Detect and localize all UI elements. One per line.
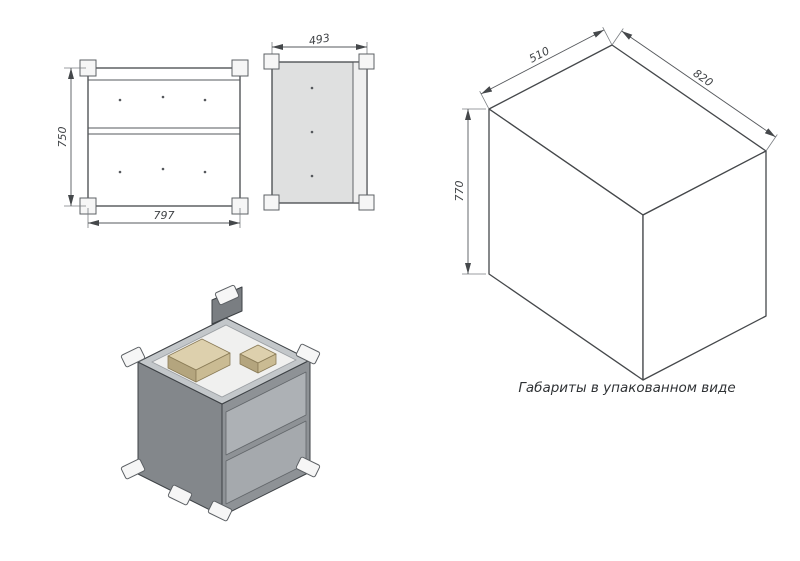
dim-label-797: 797: [154, 209, 175, 222]
cabinet-corner-protectors: [120, 284, 321, 522]
dim-label-510: 510: [527, 44, 552, 65]
corner-protector-icon: [231, 59, 249, 77]
dimension-height-770: 770: [453, 108, 486, 275]
front-view: 750 797: [56, 59, 249, 228]
dimension-height-750: 750: [56, 67, 86, 207]
dim-label-750: 750: [56, 127, 69, 148]
corner-protector-icon: [120, 346, 146, 368]
wooden-tray-small: [239, 344, 277, 374]
package-box-isometric: 510 820 770 Габариты в упакованном виде: [453, 27, 778, 396]
front-view-outline: [87, 67, 241, 207]
side-view: 493: [263, 31, 375, 211]
corner-protector-icon: [358, 194, 375, 211]
corner-protector-icon: [263, 53, 280, 70]
corner-protector-icon: [295, 456, 321, 478]
box-right-face: [642, 150, 767, 381]
packaged-dimensions-caption: Габариты в упакованном виде: [518, 380, 735, 396]
corner-protector-icon: [263, 194, 280, 211]
dim-label-493: 493: [308, 31, 331, 47]
side-view-outline: [271, 61, 368, 204]
dim-label-770: 770: [453, 181, 466, 202]
corner-protector-icon: [120, 458, 146, 480]
corner-protector-icon: [358, 53, 375, 70]
dim-label-820: 820: [691, 67, 716, 90]
side-corner-protectors: [263, 53, 375, 211]
corner-protector-icon: [207, 500, 233, 522]
corner-protector-icon: [167, 484, 193, 506]
cabinet-isometric-view: [120, 284, 321, 522]
cabinet-drawer-top: [225, 371, 307, 456]
corner-protector-icon: [214, 284, 240, 306]
wooden-tray-large: [167, 338, 231, 383]
corner-protector-icon: [295, 343, 321, 365]
dimension-width-797: 797: [87, 208, 241, 228]
front-corner-protectors: [79, 59, 249, 215]
dimension-width-493: 493: [271, 31, 368, 58]
